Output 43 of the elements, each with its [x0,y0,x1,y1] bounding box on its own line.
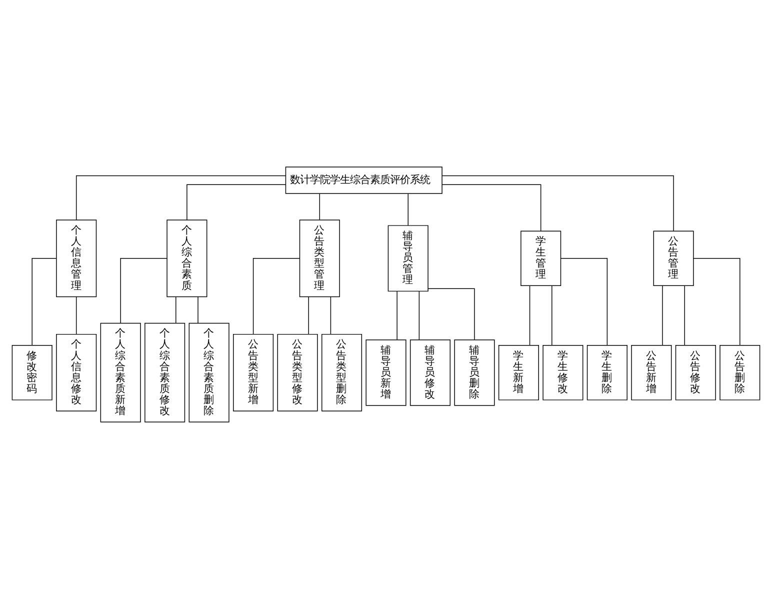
connector [120,258,168,324]
connector [662,285,663,346]
connector [319,193,320,220]
node-box: 公告管理 [653,230,694,286]
connector [560,258,608,346]
node-box: 数计学院学生综合素质评价系统 [285,166,442,194]
connector [186,184,286,220]
connector [308,296,309,335]
connector [396,291,398,340]
connector [529,285,530,346]
connector [32,258,57,346]
node-box: 辅导员删除 [454,339,495,406]
connector [76,175,286,220]
connector [442,175,674,232]
node-box: 公告类型新增 [233,334,274,412]
node-box: 个人综合素质删除 [188,322,230,422]
node-box: 公告修改 [675,345,716,400]
connector [252,258,300,335]
node-box: 个人信息修改 [56,334,97,412]
node-box: 学生删除 [586,345,628,400]
connector [428,288,475,340]
node-box: 个人综合素质新增 [100,322,141,422]
node-box: 公告类型删除 [321,334,362,412]
node-box: 辅导员管理 [388,225,428,292]
node-box: 修改密码 [12,345,52,400]
node-box: 学生管理 [520,230,562,286]
node-box: 个人综合素质 [166,220,208,298]
node-box: 公告新增 [631,345,672,400]
node-box: 公告删除 [720,345,760,400]
connector [684,285,685,346]
connector [442,184,542,232]
connector [693,258,740,346]
node-box: 公告类型修改 [277,334,318,412]
connector [330,296,332,335]
connector [418,291,420,340]
node-box: 学生新增 [498,345,539,400]
node-box: 辅导员新增 [366,339,406,406]
node-box: 学生修改 [542,345,584,400]
node-box: 辅导员修改 [410,339,451,406]
node-box: 个人综合素质修改 [144,322,186,422]
node-box: 公告类型管理 [299,220,340,298]
node-box: 个人信息管理 [56,220,97,298]
connector [76,296,77,335]
